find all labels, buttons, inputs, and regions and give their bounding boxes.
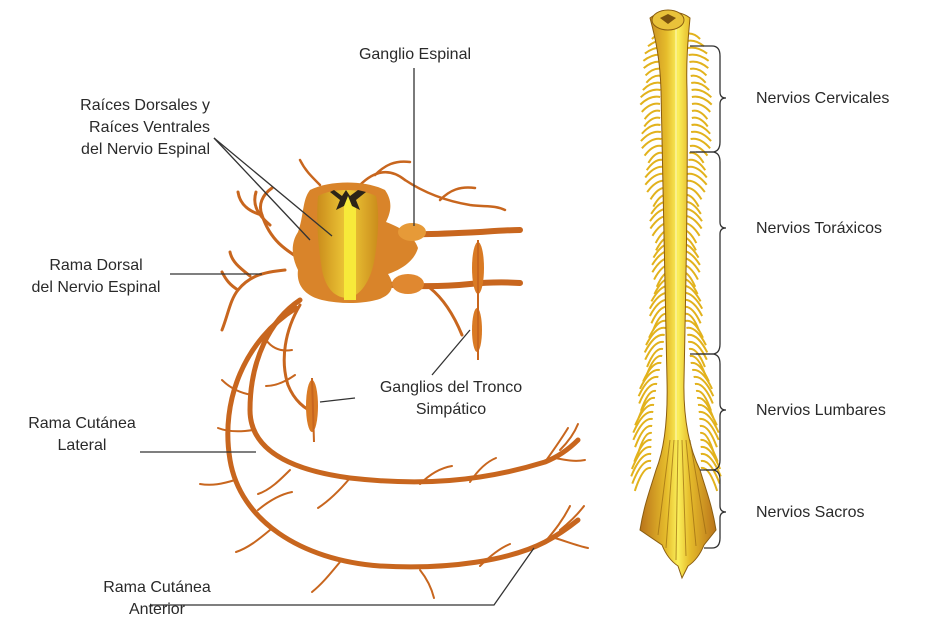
label-raices: Raíces Dorsales y Raíces Ventrales del N…	[20, 95, 210, 161]
spinal-nerve-root	[646, 76, 661, 83]
spinal-nerve-root	[689, 55, 709, 61]
label-ganglios-tronco-line-1: Ganglios del Tronco	[356, 377, 546, 399]
label-rama-lateral-line-1: Rama Cutánea	[22, 413, 142, 435]
label-rama-anterior: Rama Cutánea Anterior	[84, 577, 230, 621]
spinal-nerve-root	[688, 342, 707, 360]
label-rama-anterior-line-1: Rama Cutánea	[84, 577, 230, 599]
spinal-nerve-root	[642, 139, 662, 149]
label-raices-line-2: Raíces Ventrales	[20, 117, 210, 139]
label-nervios-sacros: Nervios Sacros	[756, 502, 864, 524]
spinal-cord-full	[631, 10, 721, 578]
spinal-nerve-root	[632, 461, 651, 484]
label-ganglios-tronco: Ganglios del Tronco Simpático	[356, 377, 546, 421]
anterior-cutaneous-nerve	[228, 308, 578, 567]
label-raices-line-3: del Nervio Espinal	[20, 139, 210, 161]
label-rama-dorsal-line-1: Rama Dorsal	[8, 255, 184, 277]
spinal-nerve-root	[691, 139, 711, 149]
spinal-nerve-root	[689, 62, 708, 69]
spinal-nerve-root	[690, 146, 707, 156]
label-raices-line-1: Raíces Dorsales y	[20, 95, 210, 117]
label-rama-lateral-line-2: Lateral	[22, 435, 142, 457]
leader-ganglios-tronco-2	[320, 398, 355, 402]
leader-ganglios-tronco	[432, 330, 470, 375]
label-nervios-lumbares: Nervios Lumbares	[756, 400, 886, 422]
label-rama-dorsal-line-2: del Nervio Espinal	[8, 277, 184, 299]
label-nervios-cervicales: Nervios Cervicales	[756, 88, 889, 110]
spinal-cord-segment	[293, 183, 426, 304]
label-rama-lateral: Rama Cutánea Lateral	[22, 413, 142, 457]
label-ganglios-tronco-line-2: Simpático	[356, 399, 546, 421]
spinal-nerve-root	[645, 146, 662, 156]
spinal-nerve-root	[691, 76, 706, 83]
label-ganglio-espinal: Ganglio Espinal	[338, 44, 492, 66]
leader-raices-2	[214, 138, 332, 236]
label-rama-anterior-line-2: Anterior	[84, 599, 230, 621]
label-nervios-toraxicos: Nervios Toráxicos	[756, 218, 882, 240]
leader-raices	[214, 138, 310, 240]
label-rama-dorsal: Rama Dorsal del Nervio Espinal	[8, 255, 184, 299]
spinal-nerve-root	[645, 342, 664, 360]
spinal-nerve-root	[688, 48, 707, 54]
spinal-nerve-root	[690, 69, 706, 76]
